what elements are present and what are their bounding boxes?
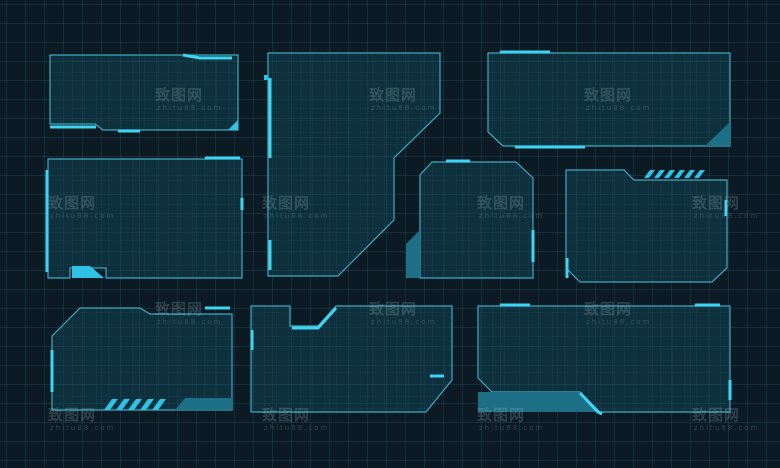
hud-frame-6 [565,169,728,283]
hud-frame-5 [406,159,535,279]
hud-hazard-stripes-1 [644,170,705,178]
hud-hazard-stripes-2 [104,399,166,410]
hud-frame-4 [45,156,244,279]
hud-frame-8 [250,305,453,413]
hud-frame-2 [264,52,441,277]
hud-frame-7 [50,306,233,411]
hud-frame-3 [487,50,731,149]
hud-frame-1 [49,53,239,133]
hud-frame-9 [477,303,732,416]
